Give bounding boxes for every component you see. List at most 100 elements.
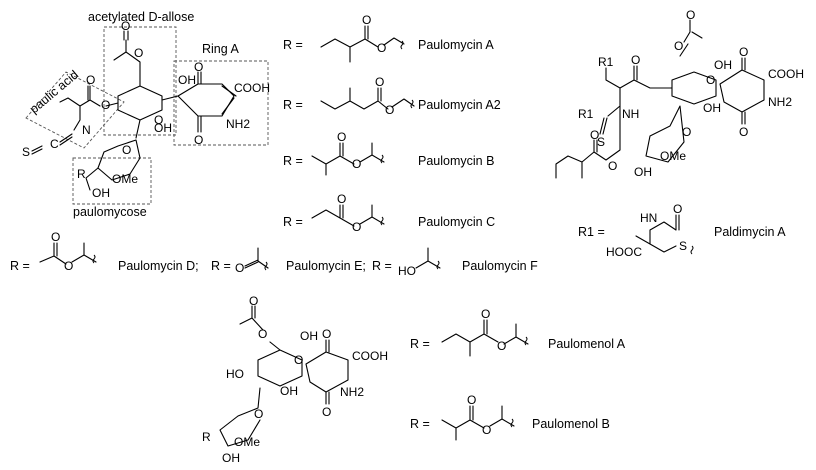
svg-text:OH: OH [703, 101, 721, 115]
r-group-c [311, 204, 385, 227]
r-group-paulomenol-b [441, 405, 515, 441]
svg-text:O: O [362, 13, 371, 27]
svg-text:O: O [631, 53, 640, 67]
svg-text:O: O [134, 46, 143, 60]
svg-text:HOOC: HOOC [606, 245, 642, 259]
name-paulomycin-a: Paulomycin A [418, 38, 494, 52]
r-eq-a2: R = [283, 98, 303, 112]
name-paulomycin-e: Paulomycin E; [286, 259, 366, 273]
svg-text:OMe: OMe [112, 172, 138, 186]
svg-text:O: O [249, 294, 258, 308]
r-eq-e: R = [211, 259, 231, 273]
svg-text:S: S [22, 145, 30, 159]
svg-text:OH: OH [92, 186, 110, 200]
svg-text:R: R [202, 430, 211, 444]
svg-text:O: O [686, 8, 695, 22]
svg-text:O: O [739, 125, 748, 139]
r-eq-a: R = [283, 38, 303, 52]
r-group-f [415, 247, 441, 269]
paulic-acid-box [25, 71, 125, 149]
svg-text:O: O [385, 103, 394, 117]
r1-group [635, 214, 680, 253]
svg-text:OH: OH [634, 165, 652, 179]
paulic-acid-label: paulic acid [27, 68, 81, 117]
allose-label: acetylated D-allose [88, 10, 194, 24]
svg-text:O: O [254, 407, 263, 421]
svg-text:R1: R1 [578, 107, 594, 121]
svg-text:O: O [682, 125, 691, 139]
svg-text:OH: OH [222, 451, 240, 465]
svg-text:O: O [352, 220, 361, 234]
name-paulomycin-f: Paulomycin F [462, 259, 538, 273]
svg-text:NH2: NH2 [340, 385, 364, 399]
name-paulomycin-d: Paulomycin D; [118, 259, 199, 273]
svg-text:O: O [121, 19, 130, 33]
svg-text:O: O [674, 39, 683, 53]
r-eq-d: R = [10, 259, 30, 273]
svg-text:O: O [101, 98, 110, 112]
svg-text:O: O [122, 143, 131, 157]
svg-text:COOH: COOH [234, 81, 270, 95]
paulomycose-label: paulomycose [73, 205, 147, 219]
r-eq-b: R = [283, 154, 303, 168]
paulomycose-box [72, 157, 152, 205]
svg-text:R1: R1 [598, 55, 614, 69]
svg-text:OMe: OMe [660, 149, 686, 163]
svg-text:S: S [597, 135, 605, 149]
svg-text:C: C [50, 137, 59, 151]
r-group-b [311, 142, 385, 176]
r-eq-f: R = [372, 259, 392, 273]
svg-text:O: O [482, 423, 491, 437]
svg-text:O: O [51, 230, 60, 244]
name-paulomycin-a2: Paulomycin A2 [418, 98, 501, 112]
svg-text:O: O [194, 60, 203, 74]
svg-text:O: O [739, 45, 748, 59]
paldimycin-structure: O O O OH OH O O COOH NH2 O R1 NH R1 S O … [555, 8, 804, 259]
svg-text:O: O [590, 128, 599, 142]
paulomenol-structure: O O O HO OH OH O O COOH NH2 O R OMe OH R… [202, 294, 626, 465]
svg-text:N: N [82, 123, 91, 137]
paulomycin-core-structure: acetylated D-allose Ring A paulomycose p… [22, 10, 270, 219]
svg-text:HO: HO [226, 367, 244, 381]
r-group-a2 [320, 87, 415, 110]
svg-text:O: O [481, 307, 490, 321]
svg-text:O: O [258, 327, 267, 341]
svg-text:O: O [337, 192, 346, 206]
svg-text:OMe: OMe [234, 435, 260, 449]
svg-text:OH: OH [178, 73, 196, 87]
svg-text:O: O [294, 353, 303, 367]
svg-text:O: O [467, 393, 476, 407]
name-paldimycin-a: Paldimycin A [714, 225, 786, 239]
svg-text:OH: OH [154, 121, 172, 135]
svg-text:OH: OH [714, 58, 732, 72]
svg-text:R: R [77, 167, 86, 181]
svg-text:COOH: COOH [768, 67, 804, 81]
svg-text:NH2: NH2 [768, 95, 792, 109]
svg-text:HN: HN [640, 211, 657, 225]
svg-text:O: O [352, 157, 361, 171]
name-paulomycin-c: Paulomycin C [418, 215, 495, 229]
r-eq-paulomenol-a: R = [410, 337, 430, 351]
r-group-column: R = O O Paulomycin A R = O O Paulomycin … [283, 13, 501, 234]
attachment-marks [92, 40, 694, 428]
name-paulomenol-a: Paulomenol A [548, 337, 626, 351]
svg-text:O: O [673, 202, 682, 216]
r-group-e [244, 247, 269, 269]
svg-text:O: O [154, 113, 163, 127]
svg-text:NH2: NH2 [226, 117, 250, 131]
svg-text:O: O [322, 327, 331, 341]
r-eq-c: R = [283, 215, 303, 229]
svg-text:O: O [377, 41, 386, 55]
svg-text:S: S [679, 239, 687, 253]
svg-text:OH: OH [280, 384, 298, 398]
svg-text:O: O [194, 133, 203, 147]
svg-text:O: O [608, 159, 617, 173]
svg-text:O: O [322, 405, 331, 419]
r-group-row-def: R = O O Paulomycin D; R = O Paulomycin E… [10, 230, 538, 278]
svg-text:COOH: COOH [352, 349, 388, 363]
svg-text:O: O [497, 339, 506, 353]
name-paulomenol-b: Paulomenol B [532, 417, 610, 431]
svg-text:OH: OH [300, 329, 318, 343]
svg-text:O: O [375, 75, 384, 89]
